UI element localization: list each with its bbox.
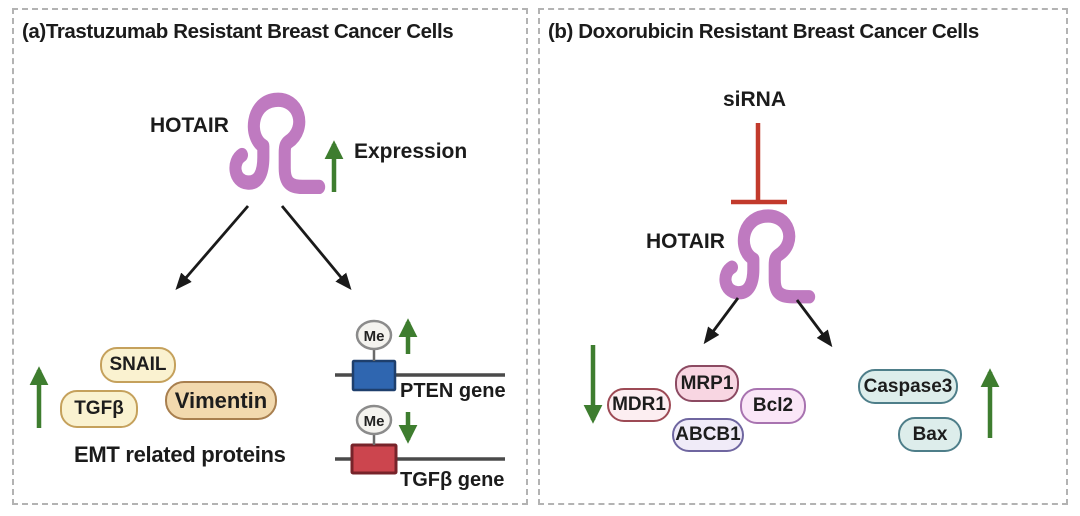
pill-abcb1: ABCB1: [672, 418, 744, 452]
tgfb-gene-box: [350, 443, 398, 475]
sirna-label: siRNA: [723, 88, 787, 111]
emt-caption: EMT related proteins: [74, 442, 286, 467]
hotair-label-b: HOTAIR: [646, 230, 725, 253]
pill-tgfb: TGFβ: [60, 390, 138, 428]
panel-b-title: (b) Doxorubicin Resistant Breast Cancer …: [548, 20, 979, 43]
tgfb-methyl-circle: [355, 404, 393, 436]
pill-mdr1: MDR1: [607, 388, 671, 422]
hotair-rna-icon-b: [719, 209, 816, 304]
hotair-label-a: HOTAIR: [150, 114, 229, 137]
pten-gene-box: [351, 359, 397, 392]
pten-methyl-label: Me: [364, 328, 385, 345]
pill-mrp1: MRP1: [675, 365, 739, 402]
panel-a-trastuzumab: Me Me (a)Trastuzumab Resistant Breast Ca…: [12, 8, 528, 505]
tgfb-methyl-label: Me: [364, 413, 385, 430]
pill-caspase3: Caspase3: [858, 369, 958, 404]
branch-arrow-right-icon-b: [795, 299, 833, 348]
pill-bcl2: Bcl2: [740, 388, 806, 424]
panel-a-title: (a)Trastuzumab Resistant Breast Cancer C…: [22, 20, 454, 43]
tgfb-gene-label: TGFβ gene: [400, 469, 505, 491]
panel-a-artwork: Me Me: [29, 92, 505, 475]
panel-b-artwork: [583, 123, 1000, 438]
pten-methyl-circle: [355, 319, 393, 351]
branch-arrow-left-icon: [175, 205, 250, 290]
pill-vimentin: Vimentin: [165, 381, 277, 420]
pten-gene-label: PTEN gene: [400, 380, 506, 402]
pill-bax: Bax: [898, 417, 962, 452]
branch-arrow-left-icon-b: [703, 297, 740, 345]
branch-arrow-right-icon: [280, 205, 352, 291]
expression-label: Expression: [354, 140, 468, 163]
hotair-rna-icon: [229, 92, 326, 195]
pill-snail: SNAIL: [100, 347, 176, 383]
panel-b-doxorubicin: (b) Doxorubicin Resistant Breast Cancer …: [538, 8, 1068, 505]
